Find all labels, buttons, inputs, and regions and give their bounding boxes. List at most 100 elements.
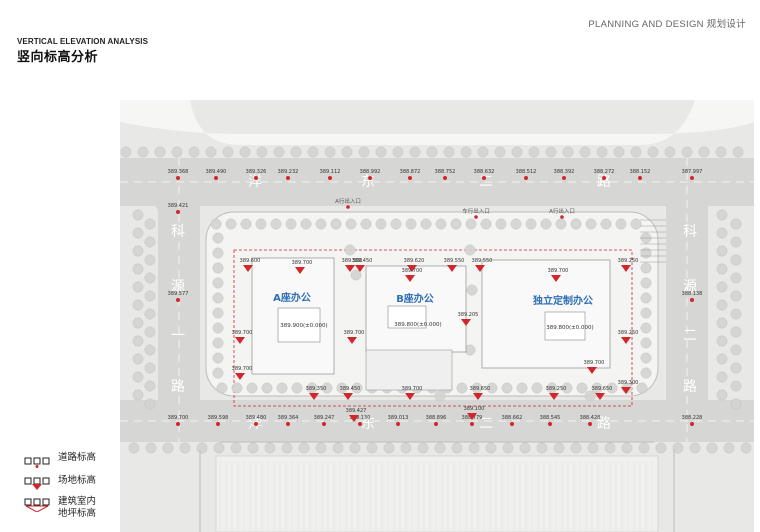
tree [494, 146, 506, 158]
site-elevation-icon [24, 477, 50, 490]
tree [144, 290, 156, 302]
road-elevation-bottom: 388.228 [682, 415, 703, 421]
road-elevation-bottom: 388.896 [426, 415, 447, 421]
road-elevation-dot [690, 298, 694, 302]
tree [450, 218, 462, 230]
road-elevation-dot [396, 422, 400, 426]
site-elevation-triangle [461, 319, 471, 326]
tree [604, 442, 616, 454]
road-elevation-dot [588, 422, 592, 426]
tree [615, 218, 627, 230]
tree [716, 299, 728, 311]
tree [298, 442, 310, 454]
site-elevation-triangle [405, 393, 415, 400]
road-elevation-icon [24, 457, 50, 468]
tree [196, 442, 208, 454]
tree [145, 442, 157, 454]
site-elevation-triangle [473, 393, 483, 400]
tree [231, 382, 243, 394]
tree [716, 389, 728, 401]
tree [468, 442, 480, 454]
road-elevation-dot [214, 176, 218, 180]
road-elevation-bottom: 389.700 [168, 415, 189, 421]
street-top-3: 二 [479, 174, 493, 190]
tree [256, 146, 268, 158]
road-elevation-left: 389.577 [168, 291, 189, 297]
road-elevation-top: 387.997 [682, 169, 703, 175]
site-elevation-label: 389.250 [546, 386, 567, 392]
tree [636, 382, 648, 394]
tree [276, 382, 288, 394]
tree [730, 218, 742, 230]
site-elevation-triangle [243, 265, 253, 272]
tree [570, 442, 582, 454]
tree [716, 209, 728, 221]
site-elevation-label: 389.427 [346, 408, 367, 414]
tree [390, 218, 402, 230]
tree [516, 382, 528, 394]
tree [144, 218, 156, 230]
street-top-1: 洋 [248, 174, 262, 190]
site-elevation-triangle [295, 267, 305, 274]
site-elevation-label: 389.350 [306, 386, 327, 392]
site-elevation-triangle [467, 413, 477, 420]
tree [132, 281, 144, 293]
site-elevation-triangle [309, 393, 319, 400]
tree [536, 442, 548, 454]
tree [640, 292, 652, 304]
tree [212, 337, 224, 349]
tree [525, 218, 537, 230]
road-elevation-dot [368, 176, 372, 180]
site-elevation-label: 389.550 [444, 258, 465, 264]
legend-floor-label-2: 地坪标高 [58, 508, 97, 519]
tree [392, 146, 404, 158]
tree [144, 272, 156, 284]
tree [212, 367, 224, 379]
tree [240, 218, 252, 230]
site-elevation-label: 389.700 [232, 330, 253, 336]
road-elevation-dot [443, 176, 447, 180]
legend-site-label: 场地标高 [58, 475, 97, 486]
tree [587, 442, 599, 454]
tree [460, 146, 472, 158]
entrance-c-label: A行出入口 [549, 207, 575, 215]
tree [261, 382, 273, 394]
tree [270, 218, 282, 230]
tree-layer [120, 146, 752, 454]
tree [213, 442, 225, 454]
road-elevation-top: 388.272 [594, 169, 615, 175]
tree [345, 218, 357, 230]
site-plan: 洋 东 二 路 洋 东 二 路 科 源 一 路 科 源 二 路 A座办公 B座办… [120, 100, 754, 532]
tree [225, 218, 237, 230]
legend-floor-label-1: 建筑室内 [58, 496, 97, 507]
tree [246, 382, 258, 394]
road-elevation-bottom: 389.598 [208, 415, 229, 421]
street-left-4: 路 [171, 379, 185, 395]
road-elevation-dot [638, 176, 642, 180]
tree [630, 146, 642, 158]
tree [716, 281, 728, 293]
road-elevation-top: 389.326 [246, 169, 267, 175]
tree [273, 146, 285, 158]
road-elevation-dot [286, 176, 290, 180]
tree [528, 146, 540, 158]
north-block [120, 100, 754, 145]
tree [730, 362, 742, 374]
tree [321, 382, 333, 394]
tree [137, 146, 149, 158]
tree [562, 146, 574, 158]
road-elevation-dot [176, 176, 180, 180]
tree [132, 335, 144, 347]
road-elevation-dot [510, 422, 514, 426]
tree [291, 382, 303, 394]
floor-elev-b: 389.800(±0.000) [394, 322, 441, 328]
site-elevation-label: 389.700 [584, 360, 605, 366]
tree [640, 337, 652, 349]
south-block [215, 455, 659, 532]
tree [132, 227, 144, 239]
tree [188, 146, 200, 158]
site-elevation-label: 389.450 [340, 386, 361, 392]
tree [300, 218, 312, 230]
site-elevation-label: 389.600 [240, 258, 261, 264]
tree [405, 218, 417, 230]
